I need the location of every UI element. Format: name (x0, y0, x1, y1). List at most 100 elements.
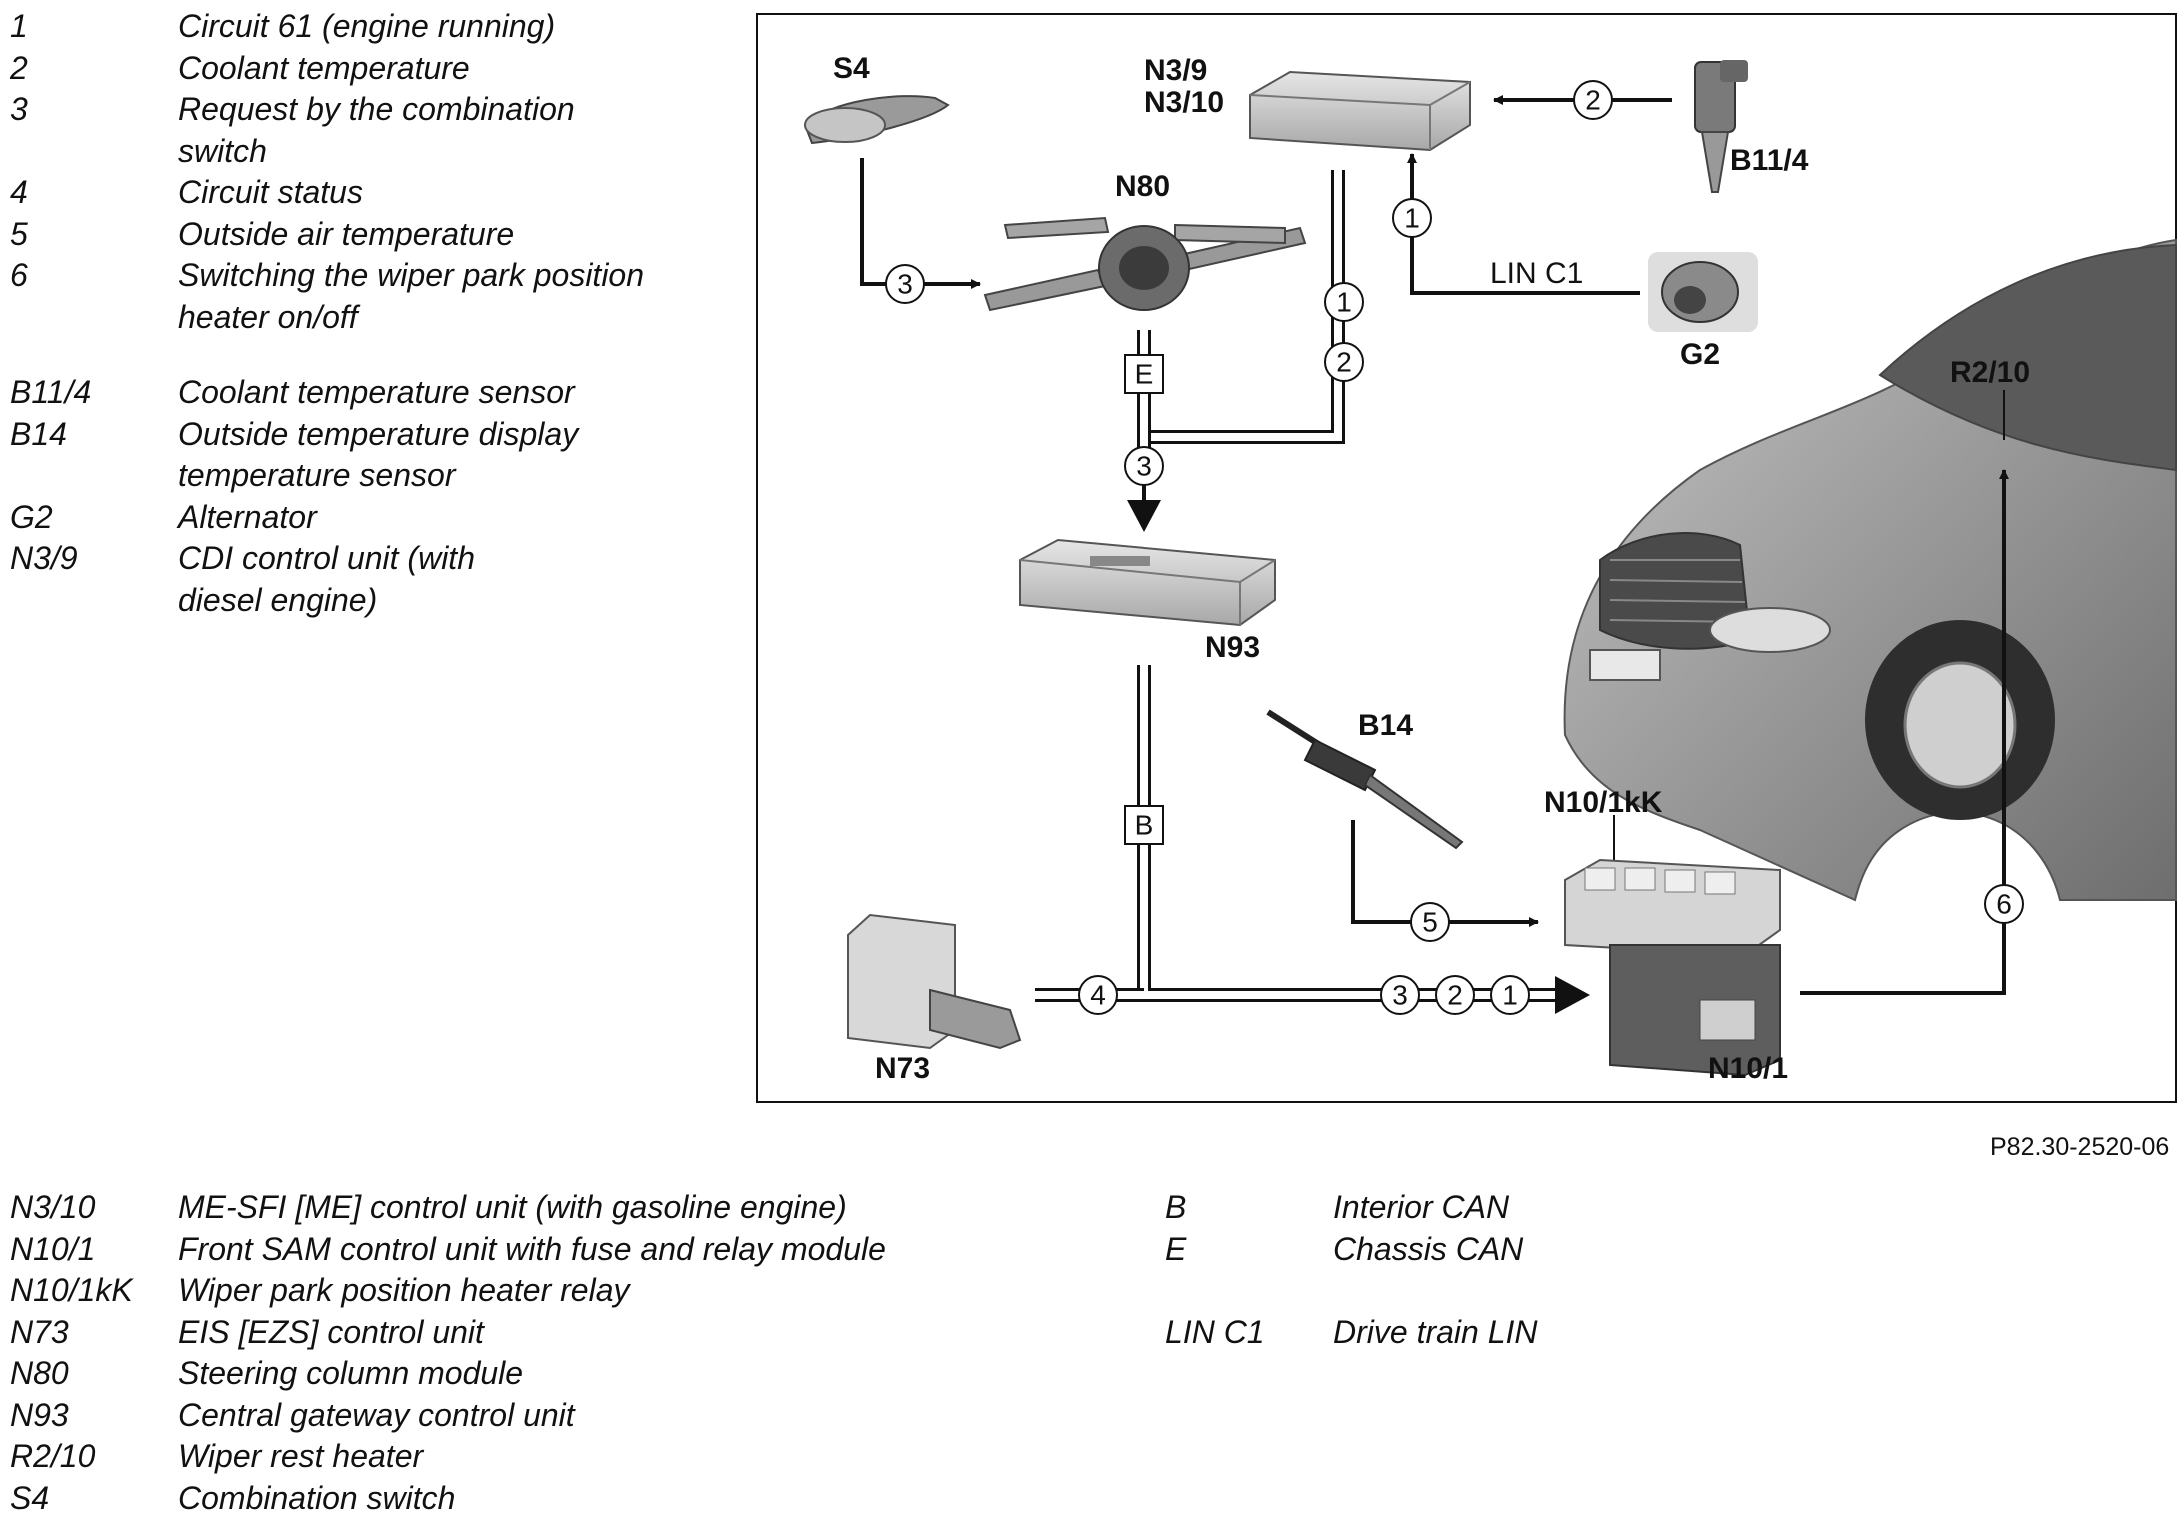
label-n310: N3/10 (1144, 86, 1224, 119)
svg-text:1: 1 (1336, 287, 1352, 318)
legend-desc: Central gateway control unit (178, 1396, 575, 1433)
legend-code: N73 (10, 1313, 69, 1350)
svg-text:1: 1 (1404, 203, 1420, 234)
svg-text:2: 2 (1585, 85, 1601, 116)
legend-desc: Steering column module (178, 1355, 524, 1391)
legend-code: G2 (10, 498, 53, 535)
label-r210: R2/10 (1950, 356, 2030, 389)
n93-gateway-illustration (1019, 538, 1276, 627)
legend-code: E (1165, 1230, 1187, 1267)
legend-row: 2 Coolant temperature (10, 48, 718, 90)
signal-badge: 2 (1324, 342, 1364, 382)
wire-s4-n80 (860, 158, 981, 289)
n80-module-illustration (983, 216, 1307, 312)
figure-id: P82.30-2520-06 (1990, 1133, 2170, 1161)
legend-desc: Switching the wiper park position heater… (178, 257, 645, 335)
legend-desc: ME-SFI [ME] control unit (with gasoline … (178, 1189, 847, 1225)
legend-code: LIN C1 (1165, 1313, 1265, 1350)
legend-code: B11/4 (10, 374, 92, 410)
signal-badge: 6 (1984, 884, 2024, 924)
b114-sensor-illustration (1694, 60, 1748, 193)
signal-badge: 2 (1573, 80, 1613, 120)
legend-top: 1 Circuit 61 (engine running) 2 Coolant te… (10, 6, 718, 621)
legend-code: N3/10 (10, 1189, 96, 1225)
label-n101kk: N10/1kK (1544, 786, 1663, 819)
legend-row: G2 Alternator (10, 497, 718, 539)
legend-row: 3 Request by the combination switch (10, 89, 718, 172)
label-n93: N93 (1205, 631, 1260, 664)
legend-code: N10/1 (10, 1230, 96, 1267)
legend-code: 4 (10, 174, 28, 210)
n39-control-unit-illustration (1249, 70, 1471, 152)
legend-desc: Request by the combination switch (178, 91, 575, 169)
wire-b14-n101 (1351, 820, 1539, 927)
g2-alternator-illustration (1648, 252, 1758, 332)
legend-code: B (1165, 1189, 1187, 1225)
legend-code: 1 (10, 8, 28, 44)
label-n39: N3/9 (1144, 54, 1207, 87)
legend-code: N80 (10, 1355, 69, 1391)
legend-row: E Chassis CAN (1165, 1229, 1538, 1271)
legend-desc: Circuit status (178, 174, 363, 210)
svg-text:4: 4 (1090, 980, 1106, 1011)
signal-badge: 3 (1124, 446, 1164, 486)
legend-desc: Coolant temperature (178, 49, 470, 86)
legend-row: LIN C1 Drive train LIN (1165, 1312, 1538, 1354)
svg-text:1: 1 (1502, 980, 1518, 1011)
svg-text:6: 6 (1996, 889, 2012, 920)
legend-row: N73 EIS [EZS] control unit (10, 1312, 886, 1354)
bus-tag-label: E (1135, 359, 1154, 390)
legend-row: N80 Steering column module (10, 1353, 886, 1395)
label-lin-c1: LIN C1 (1490, 257, 1583, 290)
label-b14: B14 (1358, 709, 1413, 742)
label-g2: G2 (1680, 338, 1720, 371)
legend-row: 1 Circuit 61 (engine running) (10, 6, 718, 48)
signal-badge: 3 (1380, 975, 1420, 1015)
svg-text:5: 5 (1422, 907, 1438, 938)
signal-badge: 5 (1410, 902, 1450, 942)
legend-code: N10/1kK (10, 1272, 133, 1308)
legend-row: N3/10 ME-SFI [ME] control unit (with gaso… (10, 1187, 886, 1229)
legend-desc: Wiper park position heater relay (178, 1272, 630, 1308)
legend-desc: Circuit 61 (engine running) (178, 8, 556, 44)
legend-desc: CDI control unit (with diesel engine) (178, 540, 475, 618)
legend-desc: Alternator (178, 498, 317, 535)
legend-desc: Wiper rest heater (178, 1438, 424, 1474)
legend-code: 2 (10, 49, 28, 86)
n101-sam-illustration (1564, 858, 1781, 1077)
legend-desc: Chassis CAN (1333, 1230, 1524, 1267)
signal-badge: 2 (1435, 975, 1475, 1015)
legend-desc: EIS [EZS] control unit (178, 1313, 484, 1350)
legend-code: N93 (10, 1396, 69, 1433)
label-b114: B11/4 (1730, 144, 1809, 177)
b14-sensor-illustration (1266, 709, 1464, 850)
signal-badge: 1 (1324, 282, 1364, 322)
signal-badge: 3 (885, 264, 925, 304)
n73-eis-illustration (847, 913, 1022, 1050)
label-n80: N80 (1115, 170, 1170, 203)
legend-row: N93 Central gateway control unit (10, 1395, 886, 1437)
legend-desc: Combination switch (178, 1479, 456, 1516)
legend-code: 6 (10, 257, 28, 293)
legend-code: R2/10 (10, 1438, 96, 1474)
legend-code: 5 (10, 215, 28, 252)
bus-tag-interior: B (1124, 805, 1164, 845)
legend-code: 3 (10, 91, 28, 127)
label-s4: S4 (833, 52, 870, 85)
bus-tag-label: B (1135, 810, 1154, 841)
label-n101: N10/1 (1708, 1052, 1788, 1085)
legend-desc: Outside temperature display temperature … (178, 415, 579, 494)
legend-code: S4 (10, 1479, 50, 1516)
signal-badge: 1 (1392, 198, 1432, 238)
wire-n101-r210 (1800, 469, 2009, 995)
legend-desc: Drive train LIN (1333, 1313, 1538, 1350)
legend-bottom-left: N3/10 ME-SFI [ME] control unit (with gaso… (10, 1187, 886, 1519)
svg-text:2: 2 (1336, 347, 1352, 378)
legend-row: 6 Switching the wiper park position heate… (10, 255, 718, 338)
label-n73: N73 (875, 1052, 930, 1085)
legend-desc: Front SAM control unit with fuse and rel… (178, 1230, 886, 1267)
